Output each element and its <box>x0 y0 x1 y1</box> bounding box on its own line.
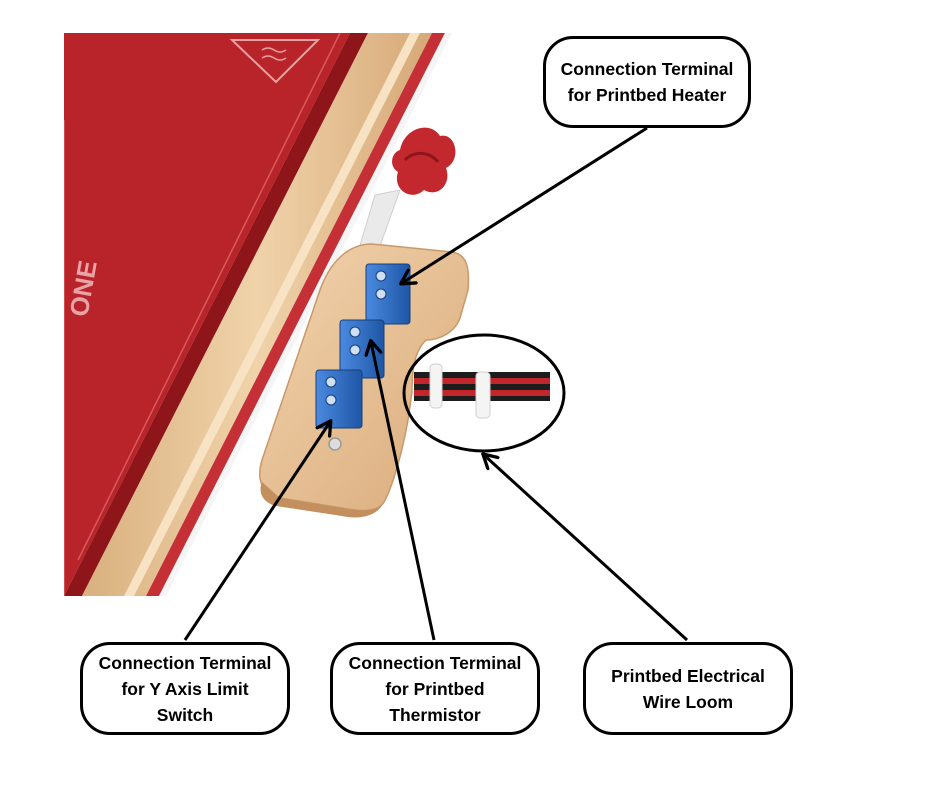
wire-loom-highlight-circle <box>402 333 566 453</box>
callout-text-line: Connection Terminal <box>98 652 272 673</box>
printbed-photo: ONE <box>64 33 554 596</box>
callout-text-line: Connection Terminal <box>560 59 734 79</box>
callout-text-line: Thermistor <box>389 704 481 725</box>
arrow-y-axis <box>183 422 330 641</box>
printbed-white-edge <box>159 33 452 596</box>
callout-text-line: for Y Axis Limit <box>121 678 249 699</box>
printbed-edge-shade <box>64 33 368 596</box>
terminal-block-y-axis <box>315 369 363 429</box>
heat-warning-icon <box>229 39 321 84</box>
arrow-heater <box>402 126 648 283</box>
callout-arrows <box>183 126 689 642</box>
callout-printbed-heater: Connection Terminal for Printbed Heater <box>543 36 751 128</box>
mounting-screw <box>328 437 342 451</box>
terminal-block-heater <box>365 263 411 325</box>
wood-rail-highlight <box>124 33 420 596</box>
callout-text-line: Switch <box>156 704 214 725</box>
printbed-red-edge <box>146 33 445 596</box>
callout-y-axis-limit-switch: Connection Terminal for Y Axis Limit Swi… <box>80 642 290 735</box>
callout-text-line: Wire Loom <box>642 691 734 712</box>
arrow-loom <box>484 455 689 642</box>
callout-text-line: for Printbed Heater <box>567 85 727 105</box>
arrow-thermistor <box>371 342 436 641</box>
callout-electrical-wire-loom: Printbed Electrical Wire Loom <box>583 642 793 735</box>
bracket-shade <box>260 482 384 518</box>
callout-text-line: Connection Terminal <box>348 652 522 673</box>
callout-text-line: for Printbed <box>385 678 485 699</box>
printbed-border-line <box>77 33 341 561</box>
callout-printbed-thermistor: Connection Terminal for Printbed Thermis… <box>330 642 540 735</box>
callout-text-line: Printbed Electrical <box>611 665 765 686</box>
wire-loom <box>414 363 550 419</box>
leveling-knob <box>392 127 456 195</box>
